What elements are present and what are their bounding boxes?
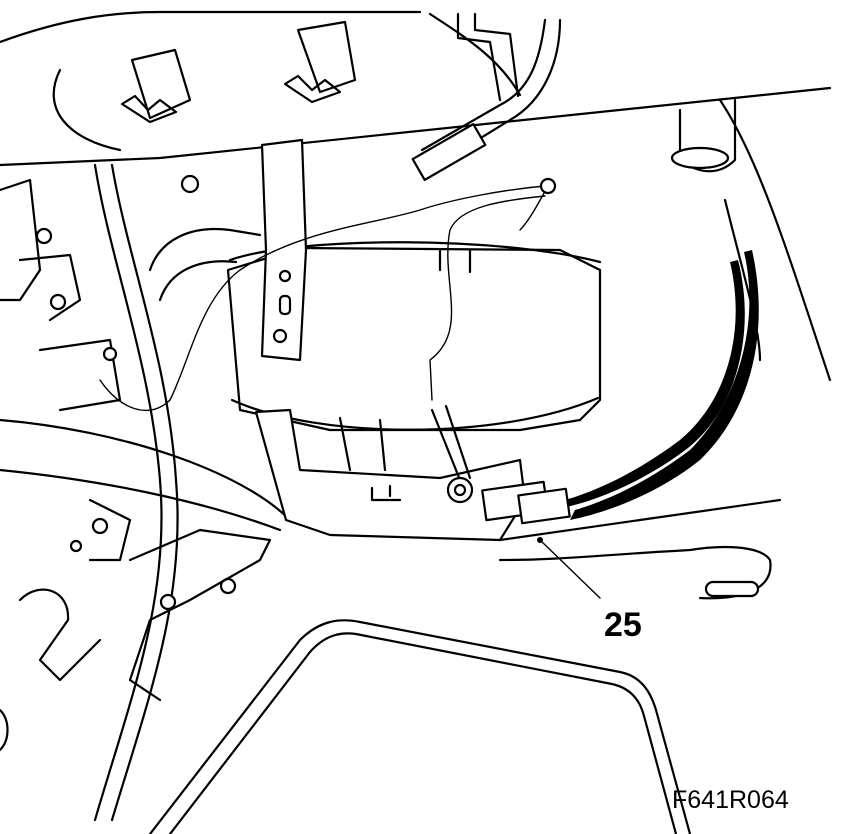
actuator-rod [430,404,472,482]
bolt-left-1 [35,227,53,245]
cable-upper [420,18,562,170]
lever-slot [704,580,760,598]
dashboard-panel-lip [52,12,522,152]
switch-lower-assembly [254,408,527,542]
strap-hole-1 [278,269,292,283]
panel-clip-left [120,48,192,124]
strap-slot [278,294,292,316]
bolt-left-2 [49,293,67,311]
bolt-upper [180,174,200,194]
figure-code: F641R064 [672,786,789,814]
knee-bolster [18,498,132,682]
long-cable-left [93,163,179,822]
dashboard-panel-edge [0,10,832,167]
cable-connector-upper [411,123,487,181]
left-frame-bracket [0,178,122,412]
switch-detail [338,416,402,502]
air-duct-hose [148,228,262,302]
left-edge-curve [0,708,9,752]
bolt-lower-1 [91,517,109,535]
wire-terminal-eye [539,177,557,195]
housing-top-ridge [228,241,602,274]
bolt-lower-3 [159,593,177,611]
callout-leader-dot [537,537,543,543]
thin-lead-wire [99,185,546,411]
mounting-strap [260,138,308,362]
bolt-left-3 [102,346,118,362]
harness-connector-plug [517,487,571,525]
callout-label-25: 25 [604,606,642,644]
pivot-knob-inner [453,483,467,497]
bolt-lower-2 [69,539,83,553]
floor-frame [148,619,692,834]
panel-clip-right [283,20,357,104]
strap-hole-2 [272,328,288,344]
column-collar [670,146,730,170]
lower-support-bracket [128,528,272,702]
callout-leader-line [539,539,601,599]
support-bracket [456,12,520,102]
